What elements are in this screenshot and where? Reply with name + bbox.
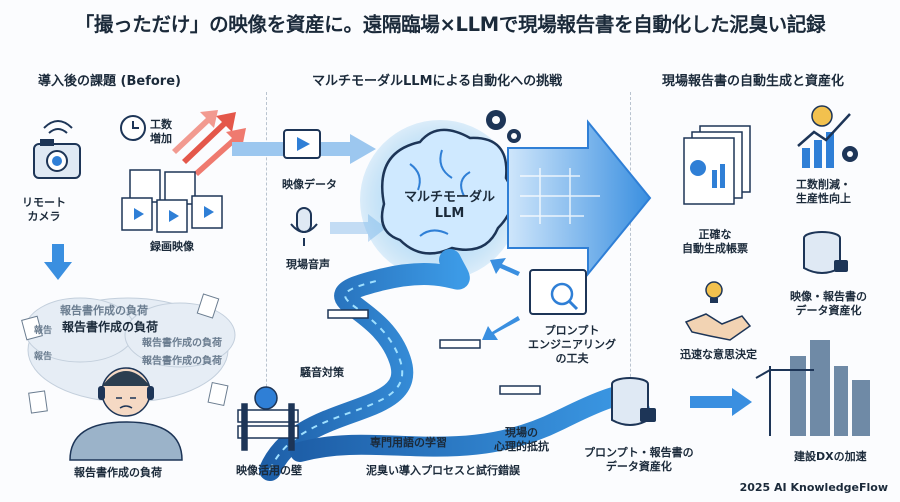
bubble-text-6: 報告 [34,352,53,362]
cost-reduction-line2: 生産性向上 [796,191,851,205]
code-search-icon [529,269,587,315]
noise-measures-label: 騒音対策 [300,366,344,379]
llm-label: マルチモーダル LLM [404,190,495,223]
prompt-engineering-label: プロンプト エンジニアリング の工夫 [528,324,616,365]
video-files-icon [121,169,223,233]
database-lock-icon [611,377,656,426]
bottom-arrow [690,388,752,416]
site-resistance-line1: 現場の [505,426,538,439]
divider-left [266,92,267,422]
bubble-text-2: 報告書作成の負荷 [62,320,159,334]
section-output-heading: 現場報告書の自動生成と資産化 [662,74,845,89]
footer-credit: 2025 AI KnowledgeFlow [739,481,888,494]
prompt-engineering-line3: の工夫 [555,351,589,365]
prompt-assets-line1: プロンプト・報告書の [584,446,694,459]
prompt-assets-label: プロンプト・報告書の データ資産化 [584,446,694,474]
workload-increase-line2: 増加 [150,131,172,145]
bubble-text-4: 報告書作成の負荷 [142,356,222,367]
section-challenge-heading: マルチモーダルLLMによる自動化への挑戦 [312,74,563,89]
site-resistance-label: 現場の 心理的抵抗 [494,426,549,454]
recorded-video-label: 録画映像 [150,240,194,253]
site-resistance-line2: 心理的抵抗 [494,439,549,453]
llm-label-line2: LLM [434,206,465,222]
camera-icon [33,139,81,179]
clock-icon [120,115,146,141]
report-burden-label: 報告書作成の負荷 [74,466,162,479]
data-assets-line2: データ資産化 [795,303,862,317]
accurate-reports-line1: 正確な [698,228,732,241]
workload-increase-line1: 工数 [150,118,172,131]
handshake-icon [684,313,752,341]
prompt-engineering-line2: エンジニアリング [528,337,616,351]
llm-label-line1: マルチモーダル [404,190,496,205]
divider-right [630,92,631,422]
data-assets-line1: 映像・報告書の [790,290,867,303]
stressed-worker-icon [69,367,183,461]
workload-increase-label: 工数 増加 [150,118,172,146]
database-lock-icon [803,231,848,274]
bubble-text-5: 報告 [34,326,53,336]
cost-reduction-label: 工数削減・ 生産性向上 [796,178,851,206]
big-output-arrow [507,119,652,277]
brain-icon [360,120,520,280]
page-title: 「撮っただけ」の映像を資産に。遠隔臨場×LLMで現場報告書を自動化した泥臭い記録 [74,13,826,36]
accurate-reports-line2: 自動生成帳票 [682,241,748,255]
feedback-arrows [482,258,520,340]
documents-icon [683,125,751,205]
film-icon [283,129,321,159]
gear-icon [486,110,521,143]
microphone-icon [290,207,318,246]
process-note-label: 泥臭い導入プロセスと試行錯誤 [366,464,520,477]
prompt-engineering-line1: プロンプト [544,324,600,337]
video-data-label: 映像データ [282,178,337,191]
construction-dx-label: 建設DXの加速 [794,450,867,463]
flying-papers [21,293,229,414]
down-arrow [44,244,72,280]
site-audio-label: 現場音声 [286,258,330,271]
burden-cloud [24,297,236,403]
growth-chart-icon [797,105,858,168]
prompt-assets-line2: データ資産化 [605,459,672,473]
section-before-heading: 導入後の課題 (Before) [38,74,181,89]
city-crane-icon [755,340,870,436]
cost-reduction-line1: 工数削減・ [796,178,851,191]
quick-decision-label: 迅速な意思決定 [680,348,757,361]
remote-camera-label: リモート カメラ [22,196,66,224]
bubble-text-1: 報告書作成の負荷 [60,304,148,317]
remote-camera-label-line1: リモート [22,196,66,209]
remote-camera-label-line2: カメラ [27,209,61,223]
barricade-icon [237,309,541,451]
up-arrows-icon [172,110,246,176]
jargon-learning-label: 専門用語の学習 [370,436,447,449]
accurate-reports-label: 正確な 自動生成帳票 [682,228,748,256]
data-assets-label: 映像・報告書の データ資産化 [790,290,867,318]
bubble-text-3: 報告書作成の負荷 [142,338,222,349]
lightbulb-icon [705,281,723,303]
wifi-icon [43,120,73,134]
video-wall-label: 映像活用の壁 [236,464,302,477]
